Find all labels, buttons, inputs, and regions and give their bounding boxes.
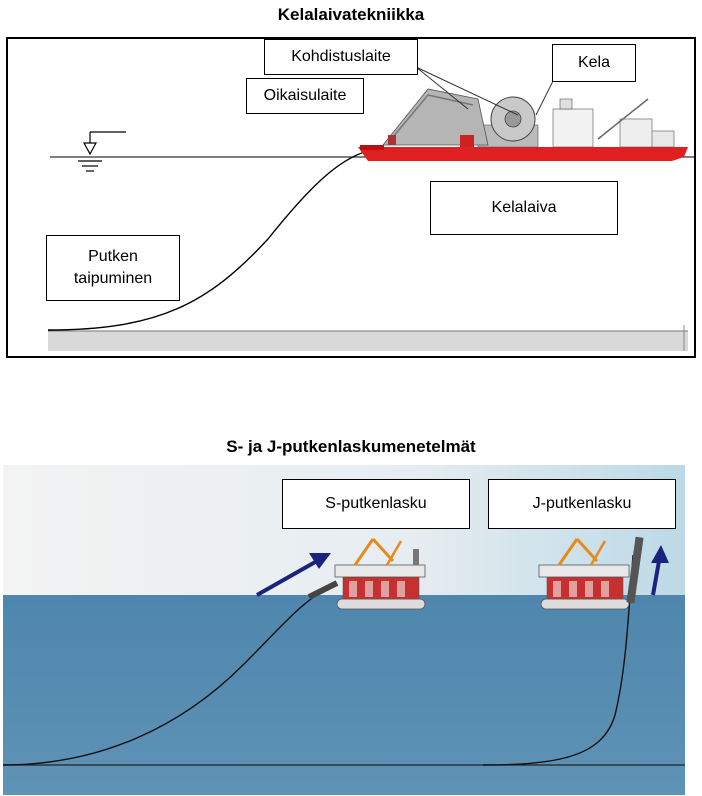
s-j-lay-diagram: S-putkenlasku J-putkenlasku xyxy=(3,465,685,795)
seabed xyxy=(48,331,688,351)
water-level-icon xyxy=(78,131,126,172)
pipe-bending-label-line2: taipuminen xyxy=(73,270,153,287)
leader-line xyxy=(415,66,519,116)
s-lay-pipe xyxy=(3,584,334,766)
reel-lay-drawing xyxy=(47,66,694,351)
bottom-diagram-title: S- ja J-putkenlaskumenetelmät xyxy=(226,437,476,456)
pipe-bending-label: Putken taipuminen xyxy=(46,235,180,301)
sea xyxy=(3,595,685,795)
oikaisulaite-label: Oikaisulaite xyxy=(246,78,364,114)
s-lay-arrow xyxy=(256,553,331,597)
kohdistuslaite-label: Kohdistuslaite xyxy=(264,39,418,75)
top-diagram-title: Kelalaivatekniikka xyxy=(277,5,425,24)
reel-ship xyxy=(358,88,688,161)
pipe-bending-label-line1: Putken xyxy=(88,248,138,266)
reel-lay-diagram: Kohdistuslaite Kela Oikaisulaite Kelalai… xyxy=(6,37,696,358)
s-lay-platform xyxy=(307,537,426,610)
j-lay-platform xyxy=(538,536,644,610)
j-lay-label: J-putkenlasku xyxy=(488,479,676,529)
j-lay-pipe xyxy=(482,554,634,766)
leader-line xyxy=(535,78,555,116)
kela-label: Kela xyxy=(552,44,636,82)
j-lay-arrow xyxy=(651,545,669,596)
kelalaiva-label: Kelalaiva xyxy=(430,181,618,235)
s-lay-label: S-putkenlasku xyxy=(282,479,470,529)
pipe-curve xyxy=(47,150,369,331)
leader-line xyxy=(415,66,469,110)
